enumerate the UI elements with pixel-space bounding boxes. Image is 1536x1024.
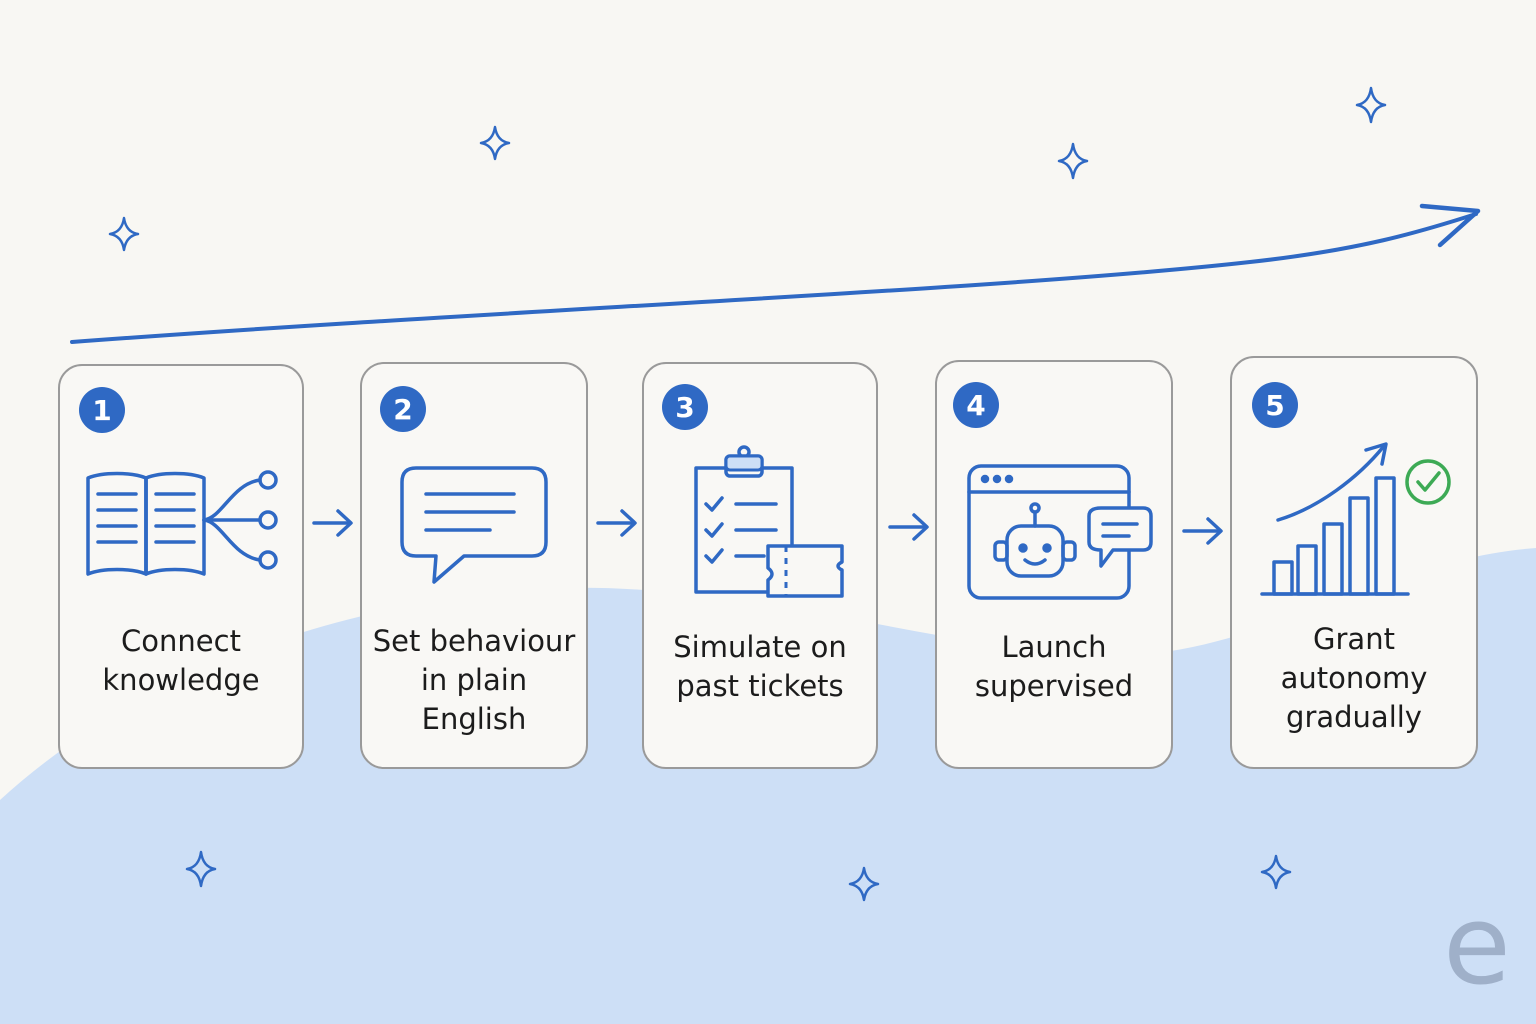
step-number-badge: 2 [380,386,426,432]
arrow-right-icon [1182,517,1223,545]
sparkle-icon [848,866,880,902]
book-network-icon [86,470,278,576]
step-label: Launch supervised [974,630,1134,703]
brand-logo: e [1443,881,1511,1009]
step-card-1: 1 Connect knowledge [58,364,304,769]
arrow-right-icon [312,509,353,537]
step-number-badge: 3 [662,384,708,430]
step-number-badge: 5 [1252,382,1298,428]
step-label: Set behaviour in plain English [372,624,576,736]
step-number-badge: 4 [953,382,999,428]
growth-chart-check-icon [1260,442,1451,596]
step-label: Grant autonomy gradually [1280,622,1428,734]
step-card-4: 4 Launch supervised [935,360,1173,769]
step-label: Connect knowledge [102,624,260,697]
sparkle-icon [1057,142,1089,180]
step-label: Simulate on past tickets [673,630,847,703]
step-number-badge: 1 [79,387,125,433]
step-card-5: 5 Grant autonomy gradually [1230,356,1478,769]
clipboard-ticket-icon [694,445,844,598]
sparkle-icon [185,850,217,888]
sparkle-icon [479,125,511,161]
sparkle-icon [1355,86,1387,124]
sparkle-icon [1260,854,1292,890]
sparkle-icon [108,216,140,252]
step-card-3: 3 Simulate on past tickets [642,362,878,769]
arrow-right-icon [596,509,637,537]
browser-robot-icon [967,464,1153,600]
step-card-2: 2 Set behaviour in plain English [360,362,588,769]
chat-bubble-icon [400,466,548,584]
arrow-right-icon [888,513,929,541]
